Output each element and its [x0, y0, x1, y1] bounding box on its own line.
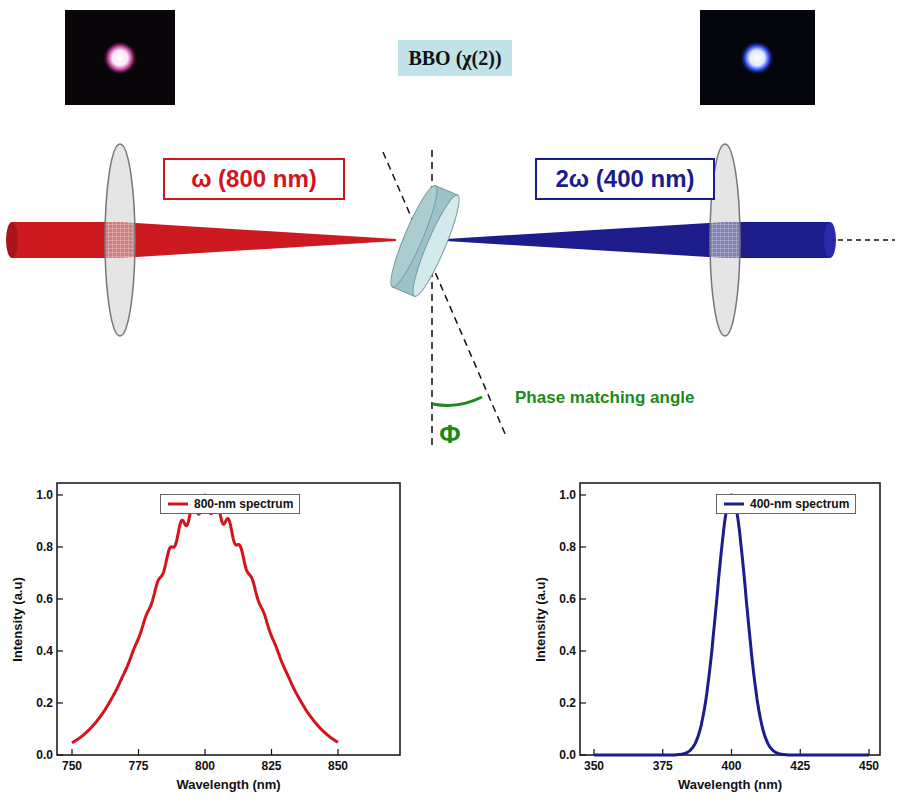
y-tick — [580, 754, 586, 755]
angle-arc — [433, 397, 482, 405]
node-text: ω (800 nm) — [191, 165, 317, 193]
legend-line-sample — [167, 499, 189, 509]
node-text: 2ω (400 nm) — [556, 165, 695, 193]
x-tick-label: 850 — [328, 759, 348, 773]
y-tick — [57, 702, 63, 703]
y-axis-title: Intensity (a.u) — [532, 577, 547, 662]
legend-text: 800-nm spectrum — [194, 497, 293, 511]
y-tick — [580, 494, 586, 495]
x-tick-label: 825 — [261, 759, 281, 773]
y-tick — [580, 598, 586, 599]
y-tick — [57, 754, 63, 755]
x-tick — [271, 749, 272, 755]
x-tick-label: 450 — [859, 759, 879, 773]
node-text: BBO (χ(2)) — [408, 47, 501, 70]
blue-beam-photo — [700, 10, 815, 105]
x-tick — [731, 749, 732, 755]
y-tick-label: 0.6 — [36, 592, 53, 606]
y-tick-label: 0.2 — [36, 696, 53, 710]
fundamental-label-box: ω (800 nm) — [163, 158, 345, 200]
x-tick — [71, 749, 72, 755]
second-harmonic-beam — [446, 222, 895, 258]
plot-frame — [57, 483, 400, 755]
legend-line-sample — [723, 499, 745, 509]
y-tick-label: 1.0 — [36, 488, 53, 502]
y-tick-label: 1.0 — [559, 488, 576, 502]
y-tick — [580, 650, 586, 651]
y-tick-label: 0.8 — [36, 540, 53, 554]
y-tick — [57, 598, 63, 599]
y-tick — [57, 546, 63, 547]
y-tick-label: 0.2 — [559, 696, 576, 710]
x-tick — [204, 749, 205, 755]
harmonic-label-box: 2ω (400 nm) — [535, 158, 715, 200]
x-tick-label: 775 — [128, 759, 148, 773]
y-tick — [580, 546, 586, 547]
crystal-label-box: BBO (χ(2)) — [398, 40, 512, 76]
annotation-text: Phase matching angle — [515, 388, 695, 408]
legend-box: 400-nm spectrum — [716, 494, 856, 514]
x-tick — [138, 749, 139, 755]
plot-frame — [580, 483, 880, 755]
x-tick — [337, 749, 338, 755]
x-tick-label: 400 — [721, 759, 741, 773]
x-axis-title: Wavelength (nm) — [176, 777, 280, 792]
x-tick-label: 425 — [790, 759, 810, 773]
harmonic-spectrum — [594, 495, 869, 755]
y-tick-label: 0.4 — [36, 644, 53, 658]
fundamental-spectrum — [72, 495, 338, 743]
x-axis-title: Wavelength (nm) — [678, 777, 782, 792]
y-tick-label: 0.4 — [559, 644, 576, 658]
angle-symbol: Φ — [439, 419, 460, 450]
red-beam-photo — [65, 10, 175, 105]
legend-box: 800-nm spectrum — [160, 494, 300, 514]
x-tick-label: 350 — [584, 759, 604, 773]
x-tick-label: 750 — [62, 759, 82, 773]
y-tick — [57, 494, 63, 495]
y-axis-title: Intensity (a.u) — [10, 577, 25, 662]
y-tick-label: 0.0 — [36, 748, 53, 762]
x-tick-label: 375 — [653, 759, 673, 773]
y-tick-label: 0.0 — [559, 748, 576, 762]
y-tick — [57, 650, 63, 651]
y-tick-label: 0.6 — [559, 592, 576, 606]
focusing-lens — [105, 144, 135, 336]
fundamental-beam — [6, 222, 396, 258]
bbo-crystal — [384, 182, 466, 300]
legend-text: 400-nm spectrum — [750, 497, 849, 511]
y-tick — [580, 702, 586, 703]
x-tick-label: 800 — [195, 759, 215, 773]
y-tick-label: 0.8 — [559, 540, 576, 554]
